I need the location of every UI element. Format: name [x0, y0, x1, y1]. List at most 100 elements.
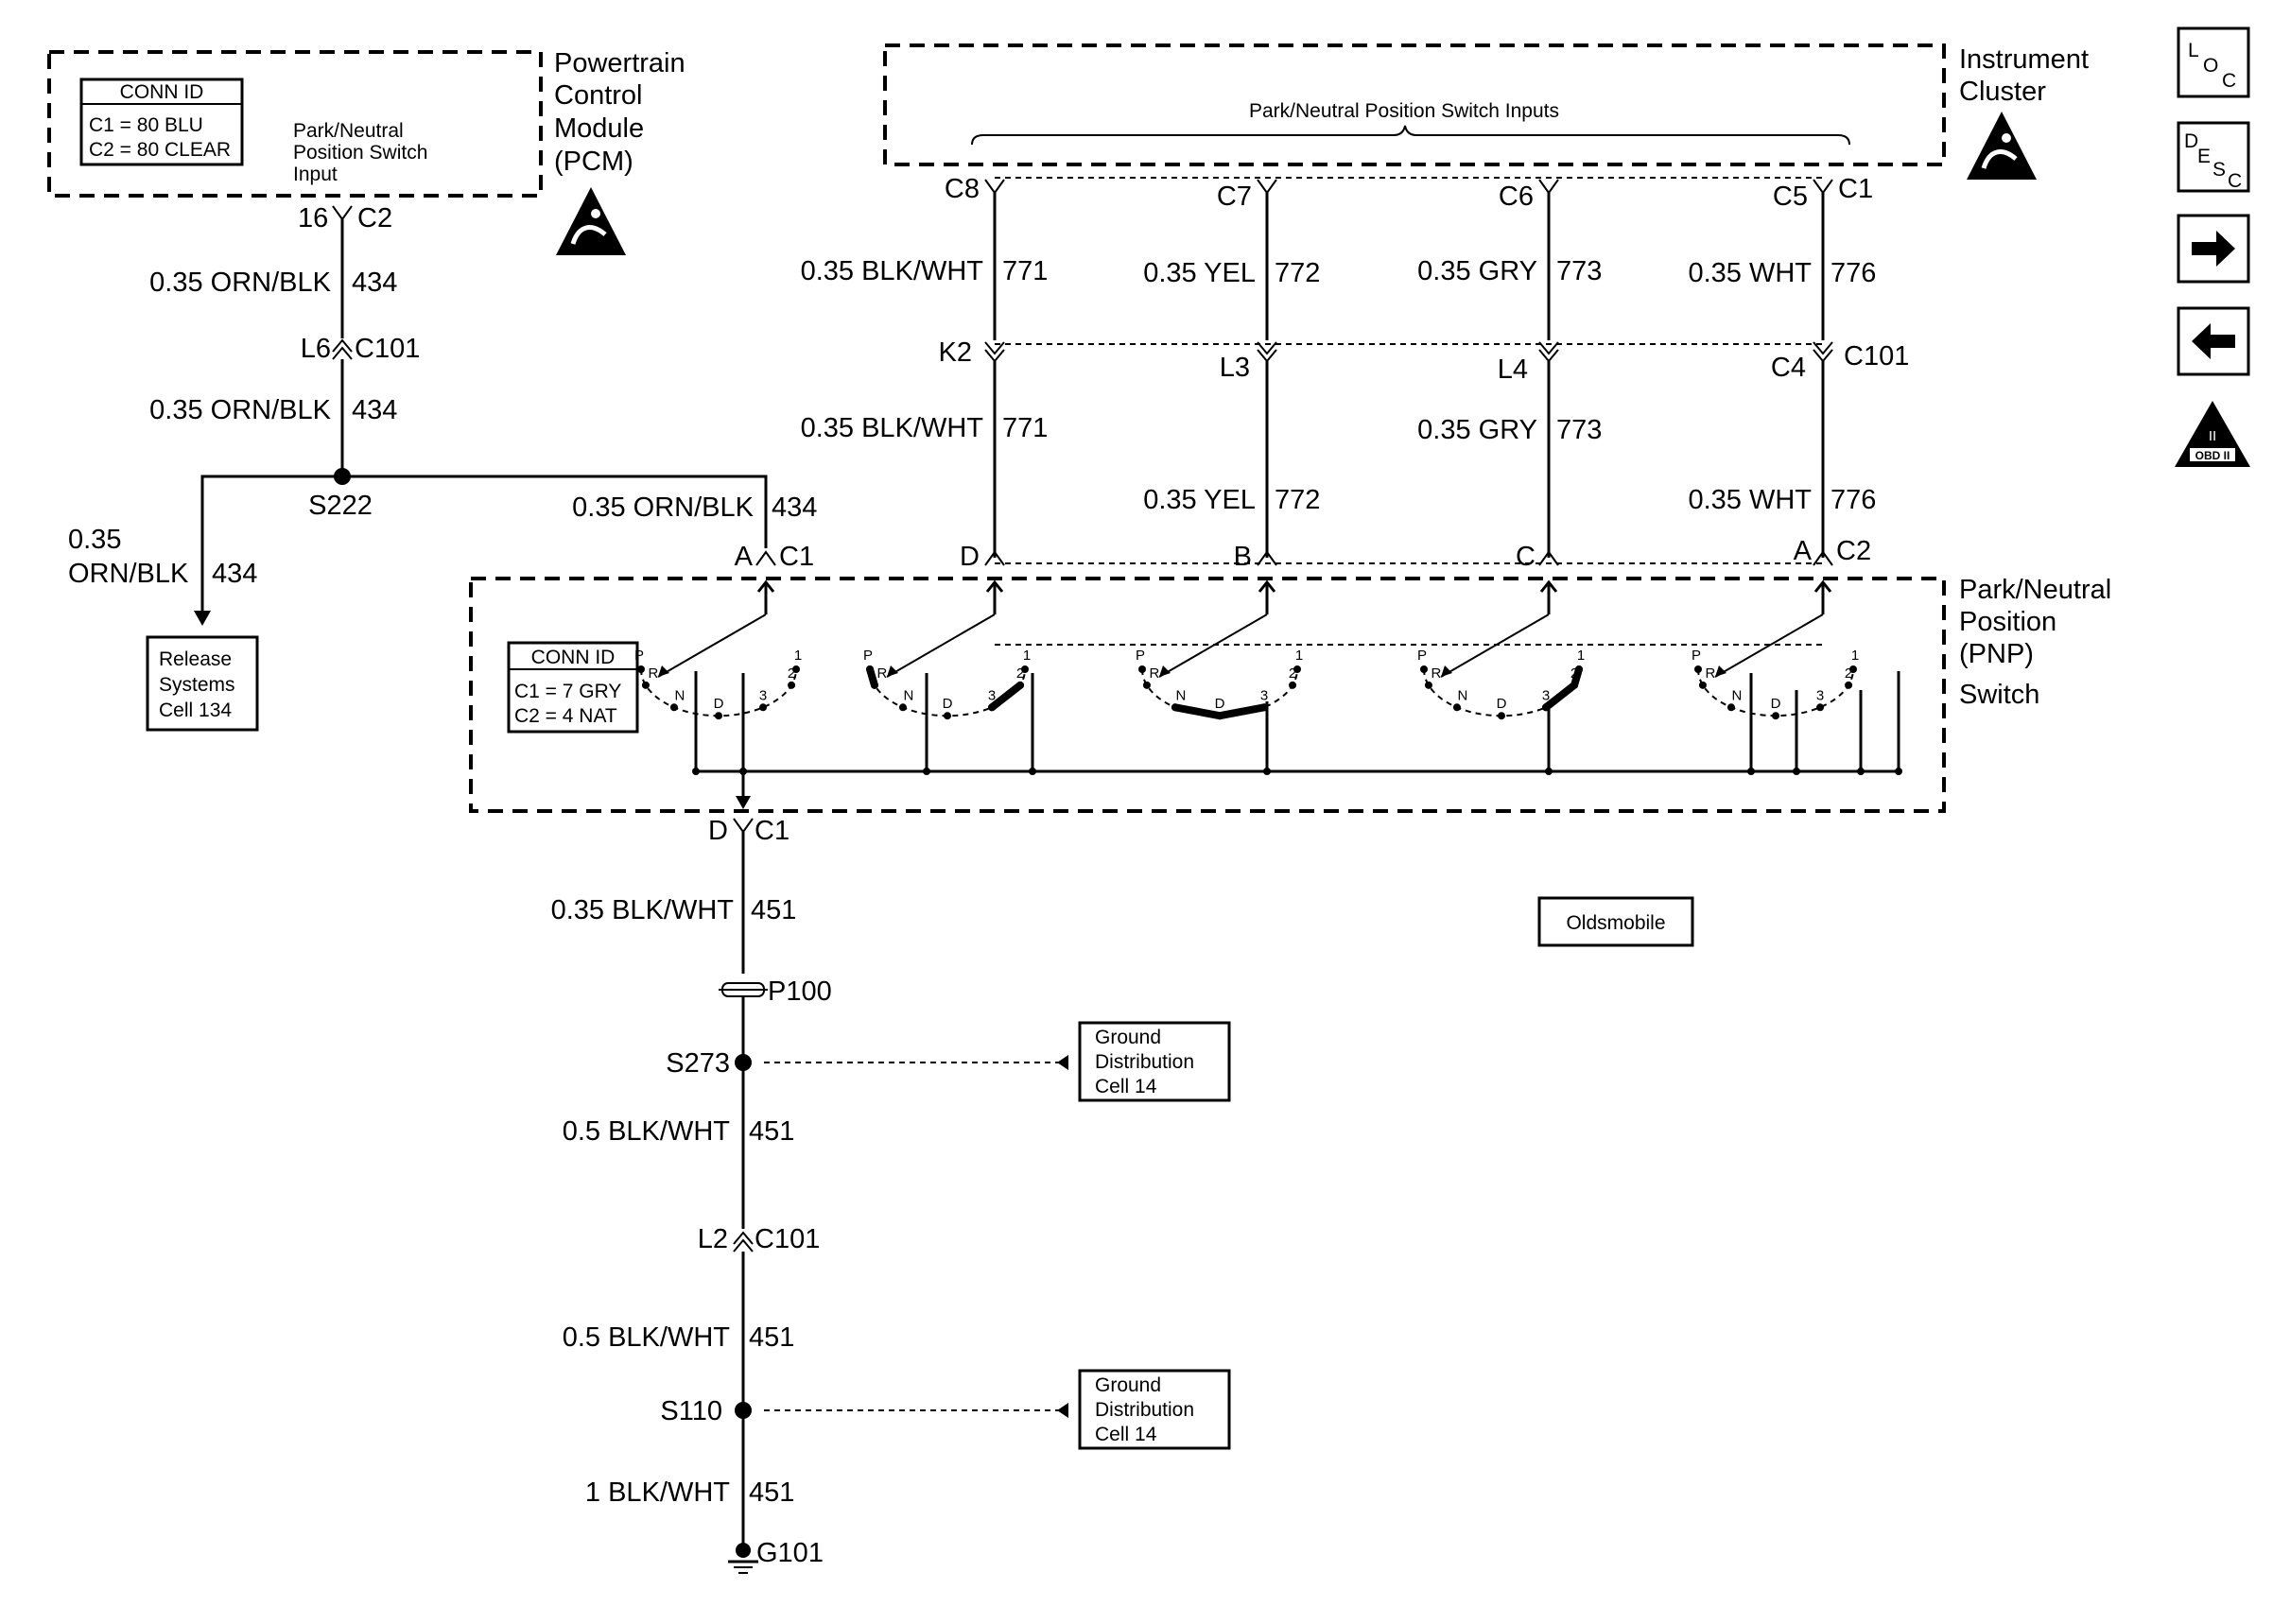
- gear-contact: [1845, 681, 1853, 689]
- gear-contact: [988, 703, 997, 712]
- splice-label: S273: [666, 1048, 730, 1079]
- wire-color: 0.35 BLK/WHT: [801, 256, 984, 286]
- cluster-title: Instrument: [1959, 44, 2089, 75]
- cluster-wire: C6 0.35 GRY 773 L4 0.35 GRY 773 C: [1417, 179, 1602, 572]
- gear-contact: [715, 712, 722, 720]
- obd-ii-button[interactable]: II OBD II: [2175, 401, 2250, 467]
- deck-terminal: [1258, 579, 1276, 614]
- c101-pin: C4: [1771, 353, 1806, 383]
- pcm-conn-id-title: CONN ID: [120, 81, 204, 103]
- cluster-pin: C8: [945, 174, 980, 204]
- location-button[interactable]: L O C: [2177, 26, 2250, 98]
- c101-label: C101: [755, 1224, 820, 1254]
- gear-contact: [1772, 712, 1779, 720]
- wire-circuit: 451: [751, 895, 796, 925]
- pcm-input-label: Position Switch: [293, 142, 427, 164]
- gear-label: D: [943, 696, 953, 712]
- c101-pin: L4: [1498, 354, 1528, 385]
- splice-s273: [735, 1054, 752, 1071]
- c101-label: C101: [1844, 341, 1909, 371]
- wire-color: 0.35 BLK/WHT: [551, 895, 735, 925]
- gear-label: N: [904, 687, 914, 703]
- arrow-right-icon: [2177, 214, 2250, 284]
- gear-label: P: [1692, 648, 1701, 664]
- gear-label: D: [1497, 696, 1507, 712]
- gear-contact: [1424, 681, 1432, 689]
- gear-label: 3: [759, 687, 767, 703]
- ground-distribution-box: [1078, 1021, 1231, 1102]
- gear-label: N: [1732, 687, 1743, 703]
- gear-contact: [1142, 681, 1151, 689]
- deck-terminal: [756, 579, 775, 614]
- pnp-connector: C1: [779, 542, 814, 572]
- variant-label: Oldsmobile: [1566, 912, 1665, 934]
- next-page-button[interactable]: [2177, 214, 2250, 284]
- wire-color: 1 BLK/WHT: [585, 1477, 730, 1508]
- pnp-pin: B: [1234, 542, 1252, 572]
- pnp-conn-id-line: C1 = 7 GRY: [514, 681, 621, 702]
- pnp-connector: C2: [1836, 536, 1871, 566]
- description-button[interactable]: D E S C: [2177, 121, 2250, 193]
- gear-contact: [1420, 665, 1428, 673]
- gd-box-line: Cell 14: [1095, 1424, 1157, 1445]
- wiper-arrow: [1159, 665, 1171, 677]
- gear-label: D: [1215, 696, 1225, 712]
- wire-color: 0.35 ORN/BLK: [149, 395, 331, 425]
- bus-junction: [1747, 768, 1755, 775]
- c101-connector-symbol: [332, 338, 353, 360]
- switch-wiper: [886, 613, 996, 678]
- pcm-input-label: Input: [293, 164, 338, 185]
- switch-wiper: [1158, 613, 1268, 678]
- bus-junction: [1263, 768, 1271, 775]
- wire-circuit: 451: [749, 1477, 794, 1508]
- pnp-pin: A: [735, 542, 754, 572]
- pnp-conn-id-line: C2 = 4 NAT: [514, 705, 617, 727]
- inputs-brace: [971, 125, 1850, 146]
- bus-junction: [1545, 768, 1553, 775]
- wire-color: 0.35 WHT: [1688, 485, 1812, 515]
- pcm-pin: 16: [298, 203, 328, 233]
- p100-label: P100: [768, 976, 832, 1007]
- release-systems-box: [146, 635, 259, 732]
- gd-box-line: Cell 14: [1095, 1076, 1157, 1097]
- pcm-conn-id-line: C2 = 80 CLEAR: [89, 139, 231, 161]
- pcm-input-label: Park/Neutral: [293, 120, 404, 142]
- pcm-connector: C2: [357, 203, 392, 233]
- gear-label: 2: [1845, 665, 1852, 682]
- gear-contact: [1138, 665, 1146, 673]
- pcm-boundary: [47, 50, 543, 198]
- wire-color: 0.35 GRY: [1417, 415, 1537, 445]
- esd-warning-icon: [1967, 112, 2037, 180]
- obd-text: OBD II: [2195, 449, 2230, 462]
- c101-pin: L6: [301, 334, 331, 364]
- pnp-pin: C: [1516, 542, 1536, 572]
- pnp-switch: CONN ID C1 = 7 GRY C2 = 4 NAT Park/Neutr…: [469, 575, 2111, 813]
- deck-terminal: [1539, 579, 1558, 614]
- wire-color: 0.35 ORN/BLK: [572, 492, 754, 523]
- icon-letter: S: [2212, 159, 2226, 181]
- gear-contact: [1816, 703, 1825, 712]
- description-icon: [2177, 121, 2250, 193]
- variant-box: [1537, 896, 1694, 947]
- icon-letter: D: [2184, 130, 2198, 152]
- pcm-conn-id-line: C1 = 80 BLU: [89, 114, 203, 136]
- pcm-title: Control: [554, 80, 643, 111]
- gear-label: 3: [1542, 687, 1550, 703]
- icon-letter: L: [2188, 40, 2199, 61]
- previous-page-button[interactable]: [2177, 306, 2250, 376]
- gear-contact: [1293, 665, 1301, 673]
- icon-letter: E: [2197, 146, 2211, 167]
- gear-label: R: [1150, 665, 1160, 682]
- gear-contact: [1849, 665, 1857, 673]
- cluster-inputs-label: Park/Neutral Position Switch Inputs: [1249, 100, 1559, 122]
- ground-451-circuit: D C1 0.35 BLK/WHT 451 P100 S273 Ground D…: [551, 771, 1231, 1574]
- wire-circuit: 434: [352, 395, 397, 425]
- gear-contact: [1216, 712, 1223, 720]
- release-box-line: Cell 134: [159, 700, 232, 721]
- splice-s110: [735, 1402, 752, 1419]
- cluster-wire: C5 0.35 WHT 776 C4 0.35 WHT 776 A: [1688, 179, 1876, 566]
- gear-label: D: [714, 696, 724, 712]
